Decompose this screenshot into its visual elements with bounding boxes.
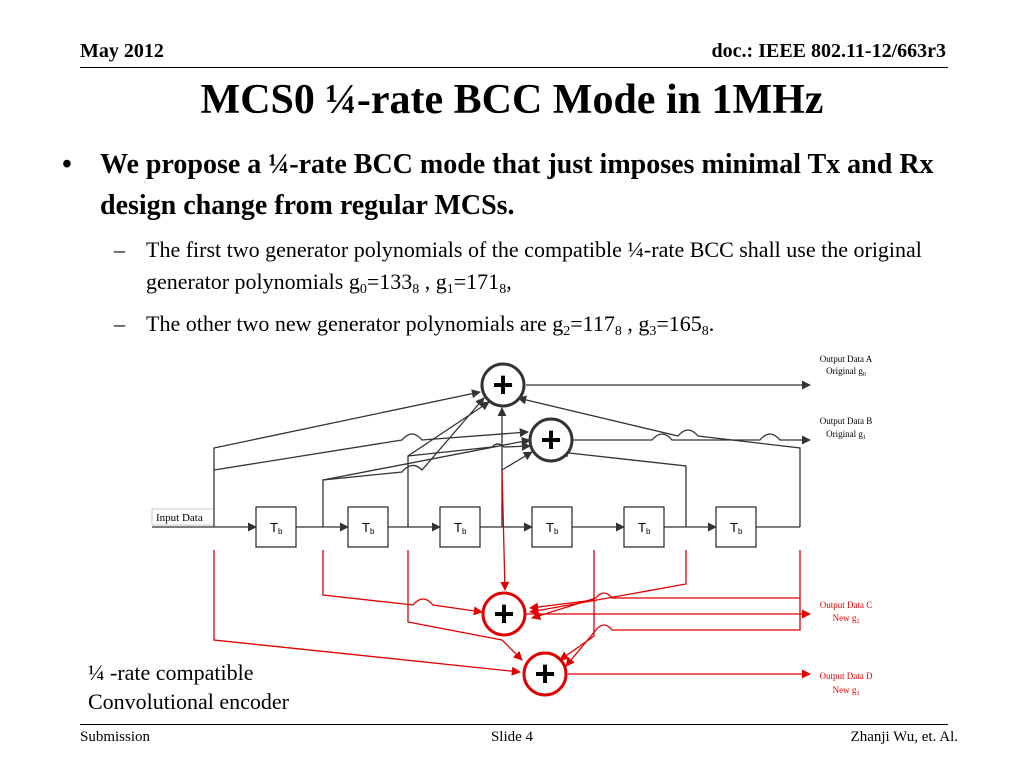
output-c-sub: New g2 xyxy=(833,613,860,625)
output-b-label: Output Data B xyxy=(820,416,873,426)
tap-line xyxy=(559,448,687,527)
tap-line xyxy=(213,389,481,527)
register-box xyxy=(347,506,389,548)
output-b-sub: Original g1 xyxy=(826,429,866,441)
output-d-sub: New g3 xyxy=(833,685,860,697)
output-labels: Output Data A Original g0 Output Data B … xyxy=(820,354,873,697)
tap-line xyxy=(407,550,523,661)
adder-d xyxy=(522,651,568,697)
tap-line xyxy=(517,395,801,527)
tap-line xyxy=(501,451,533,471)
new-taps xyxy=(213,469,811,679)
registers xyxy=(255,506,757,548)
sub-bullet-1: – The first two generator polynomials of… xyxy=(114,234,974,298)
tap-line xyxy=(529,550,595,612)
tap-line xyxy=(213,428,529,471)
output-a-label: Output Data A xyxy=(820,354,873,364)
tap-line xyxy=(531,550,801,620)
tap-line xyxy=(322,397,485,527)
bullet-dot: • xyxy=(62,149,72,180)
register-label: Tb xyxy=(362,520,375,536)
tap-line xyxy=(565,598,801,667)
tap-line xyxy=(322,550,483,616)
output-c-label: Output Data C xyxy=(820,600,873,610)
output-a-sub: Original g0 xyxy=(826,366,866,378)
tap-line xyxy=(500,469,510,591)
tap-line xyxy=(213,550,521,676)
adder-symbol: + xyxy=(492,364,513,405)
output-b-line xyxy=(572,433,811,445)
adder-symbol: + xyxy=(534,653,555,694)
caption-line-1: ¼ -rate compatible xyxy=(88,660,254,685)
adder-b xyxy=(528,417,574,463)
register-label: Tb xyxy=(546,520,559,536)
footer-rule xyxy=(80,724,948,725)
register-label: Tb xyxy=(270,520,283,536)
register-labels: Tb Tb Tb Tb Tb Tb xyxy=(270,520,743,536)
adders: + + + + xyxy=(480,362,574,697)
tap-line xyxy=(559,600,595,661)
header-rule xyxy=(80,67,948,68)
register-box xyxy=(623,506,665,548)
input-label: Input Data xyxy=(156,512,203,524)
tap-line xyxy=(322,437,531,481)
sub-bullet-1-text: The first two generator polynomials of t… xyxy=(146,237,922,297)
caption-line-2: Convolutional encoder xyxy=(88,689,290,714)
header-doc-id: doc.: IEEE 802.11-12/663r3 xyxy=(711,40,946,62)
adder-symbol: + xyxy=(493,593,514,634)
register-box xyxy=(255,506,297,548)
register-box xyxy=(531,506,573,548)
register-box xyxy=(439,506,481,548)
main-bullet-text: We propose a ¼-rate BCC mode that just i… xyxy=(100,149,934,221)
sub-bullet-dash: – xyxy=(114,237,125,262)
adder-a xyxy=(480,362,526,408)
diagram-caption: ¼ -rate compatible Convolutional encoder xyxy=(88,658,289,716)
sub-bullet-2: – The other two new generator polynomial… xyxy=(114,308,974,340)
sub-bullet-dash: – xyxy=(114,311,125,336)
adder-symbol: + xyxy=(540,419,561,460)
footer-slide-number: Slide 4 xyxy=(490,729,534,745)
register-label: Tb xyxy=(638,520,651,536)
tap-line xyxy=(407,441,531,457)
sub-bullet-2-text: The other two new generator polynomials … xyxy=(146,311,715,339)
adder-c xyxy=(481,591,527,637)
register-box xyxy=(715,506,757,548)
footer-author: Zhanji Wu, et. Al. xyxy=(850,729,958,745)
output-d-label: Output Data D xyxy=(820,671,873,681)
original-taps xyxy=(213,380,811,527)
tap-line xyxy=(529,550,687,616)
register-label: Tb xyxy=(730,520,743,536)
header-date: May 2012 xyxy=(80,40,164,62)
footer-submission: Submission xyxy=(80,729,151,745)
slide-title: MCS0 ¼-rate BCC Mode in 1MHz xyxy=(200,77,824,123)
register-label: Tb xyxy=(454,520,467,536)
main-bullet: • We propose a ¼-rate BCC mode that just… xyxy=(62,144,972,226)
